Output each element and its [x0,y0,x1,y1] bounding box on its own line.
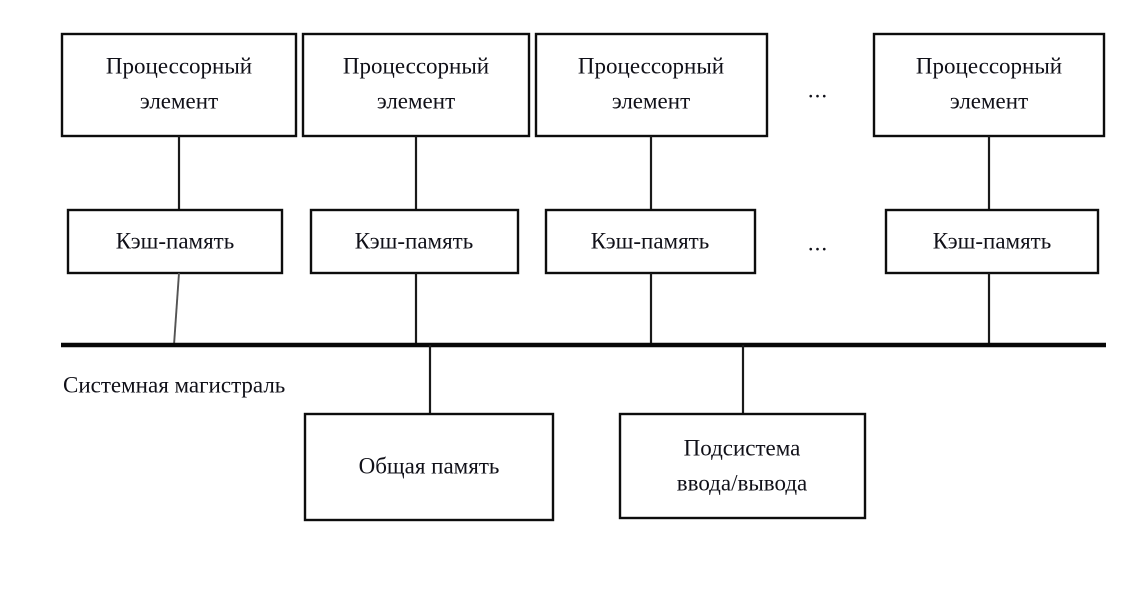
system-bus-label: Системная магистраль [63,372,285,397]
cache-row: Кэш-память Кэш-память Кэш-память ... Кэш… [66,208,1100,275]
processor-element-3-box[interactable] [534,32,769,138]
processor-element-1-box[interactable] [60,32,298,138]
processor-element-2-label-line1: Процессорный [343,53,489,78]
connector-cache1-bus [173,272,180,346]
shared-memory-box[interactable] [303,412,555,522]
cache-to-bus-connectors [173,272,991,346]
processor-element-2-label-line2: элемент [377,88,455,113]
bus-to-peripheral-connectors [428,345,745,414]
processor-element-2[interactable]: Процессорный элемент [301,32,531,138]
cache-memory-1[interactable]: Кэш-память [66,208,284,275]
system-bus: Системная магистраль [61,342,1106,397]
shared-memory-label: Общая память [359,453,500,478]
cache-memory-4-box[interactable] [884,208,1100,275]
cache-memory-3-label: Кэш-память [591,228,709,253]
processor-element-3-label-line1: Процессорный [578,53,724,78]
peripheral-row: Общая память Подсистема ввода/вывода [303,412,867,522]
processor-element-2-box[interactable] [301,32,531,138]
processor-element-1-label-line2: элемент [140,88,218,113]
processor-element-4[interactable]: Процессорный элемент [872,32,1106,138]
io-subsystem-box[interactable] [618,412,867,520]
cache-memory-3[interactable]: Кэш-память [544,208,757,275]
processor-element-3[interactable]: Процессорный элемент [534,32,769,138]
processor-element-1[interactable]: Процессорный элемент [60,32,298,138]
cache-memory-4-label: Кэш-память [933,228,1051,253]
cache-memory-1-label: Кэш-память [116,228,234,253]
cache-memory-1-box[interactable] [66,208,284,275]
shared-memory-node[interactable]: Общая память [303,412,555,522]
cache-memory-4[interactable]: Кэш-память [884,208,1100,275]
cache-memory-2-box[interactable] [309,208,520,275]
cache-memory-2-label: Кэш-память [355,228,473,253]
processor-row-ellipsis: ... [808,77,828,102]
processor-element-3-label-line2: элемент [612,88,690,113]
cache-memory-3-box[interactable] [544,208,757,275]
io-subsystem-label-line2: ввода/вывода [677,470,807,495]
processor-to-cache-connectors [177,136,991,210]
processor-element-1-label-line1: Процессорный [106,53,252,78]
processor-element-4-label-line1: Процессорный [916,53,1062,78]
processor-element-row: Процессорный элемент Процессорный элемен… [60,32,1106,138]
cache-row-ellipsis: ... [808,230,828,255]
processor-element-4-label-line2: элемент [950,88,1028,113]
io-subsystem-node[interactable]: Подсистема ввода/вывода [618,412,867,520]
io-subsystem-label-line1: Подсистема [684,435,801,460]
cache-memory-2[interactable]: Кэш-память [309,208,520,275]
processor-element-4-box[interactable] [872,32,1106,138]
